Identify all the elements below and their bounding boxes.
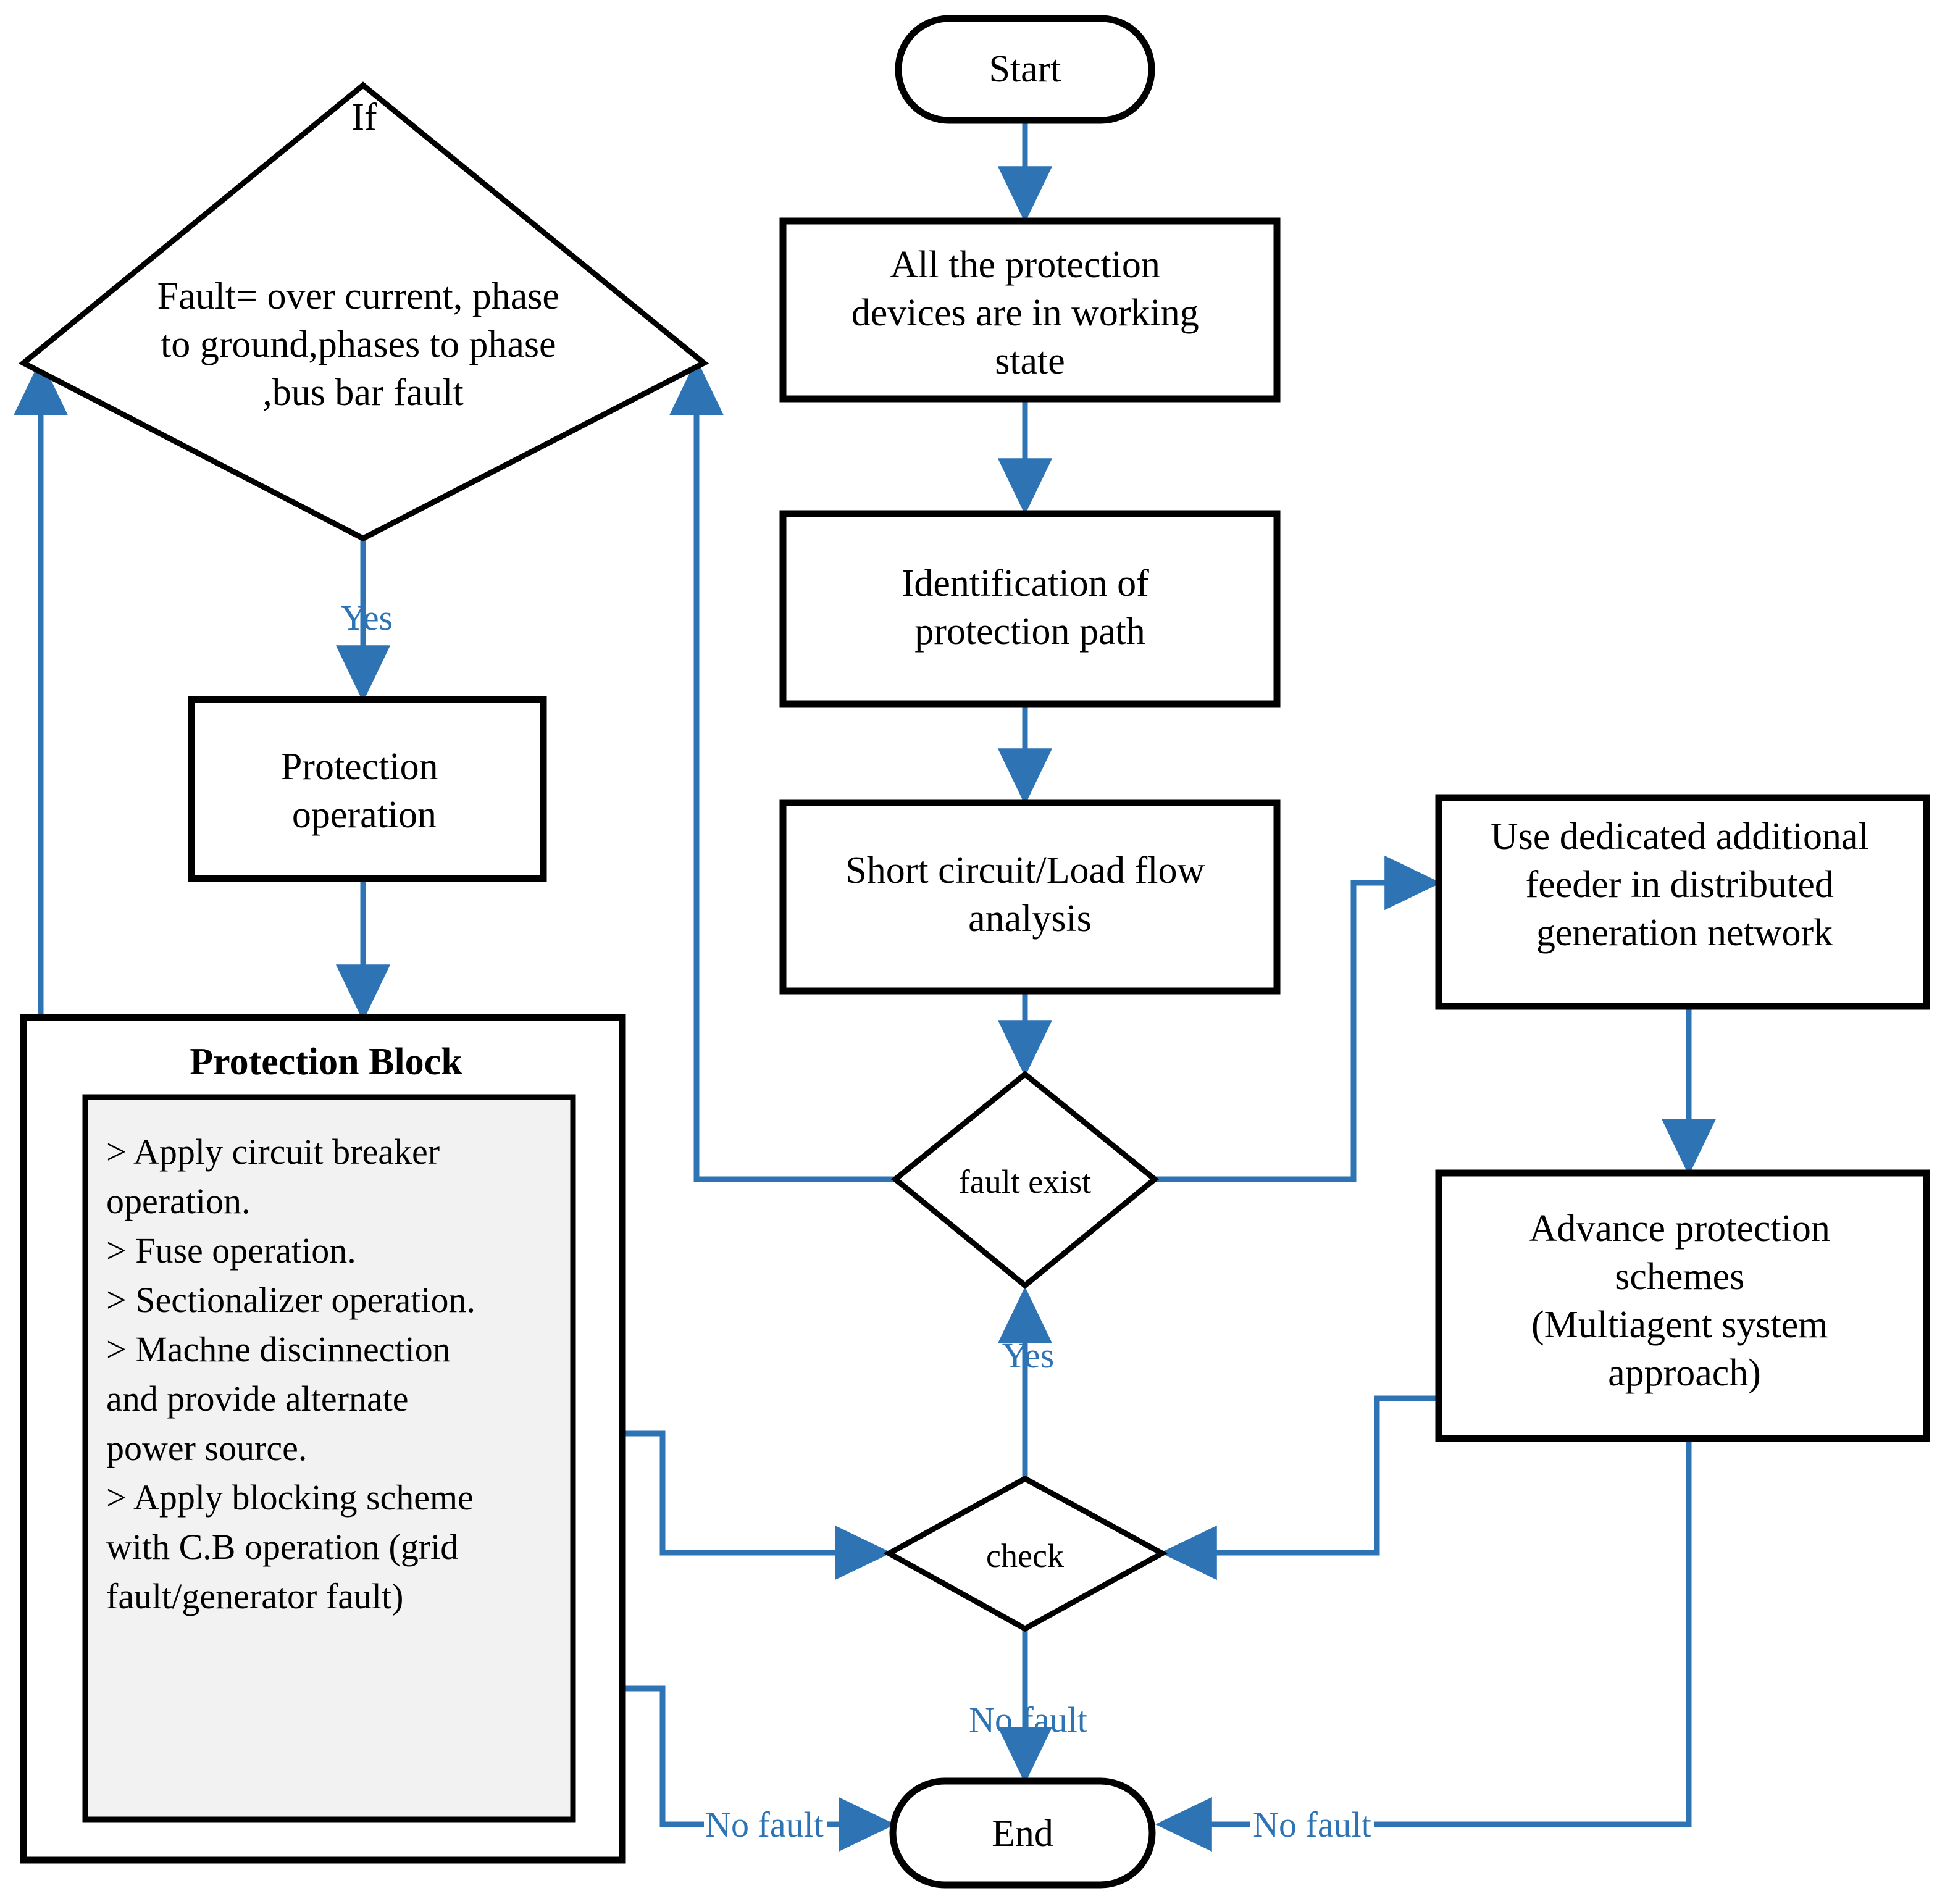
node-check-label: check: [986, 1537, 1064, 1574]
edge-label-redraw-layer: No fault No fault: [705, 1805, 1371, 1845]
edge-faultexist-to-feeder: [1150, 855, 1442, 1182]
node-identification[interactable]: [779, 510, 1281, 708]
node-analysis[interactable]: [779, 799, 1281, 995]
node-protection-operation[interactable]: [188, 696, 547, 882]
node-end-label: End: [992, 1813, 1053, 1855]
protection-block-title: Protection Block: [190, 1041, 462, 1083]
node-advance-schemes-label: Advance protection schemes (Multiagent s…: [1529, 1208, 1840, 1394]
node-dedicated-feeder[interactable]: [1435, 794, 1930, 1010]
node-dedicated-feeder-label: Use dedicated additional feeder in distr…: [1491, 816, 1878, 954]
node-analysis-label: Short circuit/Load flow analysis: [845, 850, 1214, 940]
node-devices-working-label: All the protection devices are in workin…: [851, 244, 1208, 382]
edge-label-yes-if: Yes: [341, 598, 393, 638]
edge-label-yes-fault-exist: Yes: [1002, 1335, 1054, 1376]
edge-advance-to-check: [1160, 1395, 1436, 1580]
edge-block-to-check: [622, 1430, 892, 1580]
edge-faultexist-to-iffault: [669, 358, 900, 1182]
label-mask-layer: [704, 1803, 1374, 1845]
node-advance-schemes[interactable]: [1435, 1169, 1930, 1442]
node-check[interactable]: [883, 1475, 1168, 1632]
node-start[interactable]: [895, 15, 1155, 124]
node-identification-label: Identification of protection path: [902, 562, 1159, 653]
node-if-fault-label-if: If: [351, 96, 377, 138]
node-fault-exist-label: fault exist: [959, 1163, 1091, 1200]
node-start-label: Start: [989, 48, 1061, 90]
edge-advance-to-end: [1155, 1438, 1692, 1852]
protection-block-items: > Apply circuit breaker operation. > Fus…: [106, 1132, 484, 1616]
edge-label-no-fault-left-top: No fault: [705, 1805, 824, 1845]
node-fault-exist[interactable]: [890, 1071, 1160, 1289]
node-protection-operation-label: Protection operation: [281, 746, 448, 836]
label-layer: Start All the protection devices are in …: [106, 48, 1878, 1855]
node-end[interactable]: [889, 1777, 1156, 1889]
node-devices-working[interactable]: [779, 217, 1281, 403]
edge-label-no-fault-right-top: No fault: [1253, 1805, 1371, 1845]
edge-label-no-fault-check: No fault: [969, 1700, 1087, 1740]
protection-block-inner-panel: [82, 1094, 576, 1823]
node-if-fault[interactable]: [18, 81, 709, 542]
shape-layer: [18, 15, 1930, 1889]
node-if-fault-label-body: Fault= over current, phase to ground,pha…: [157, 275, 569, 414]
